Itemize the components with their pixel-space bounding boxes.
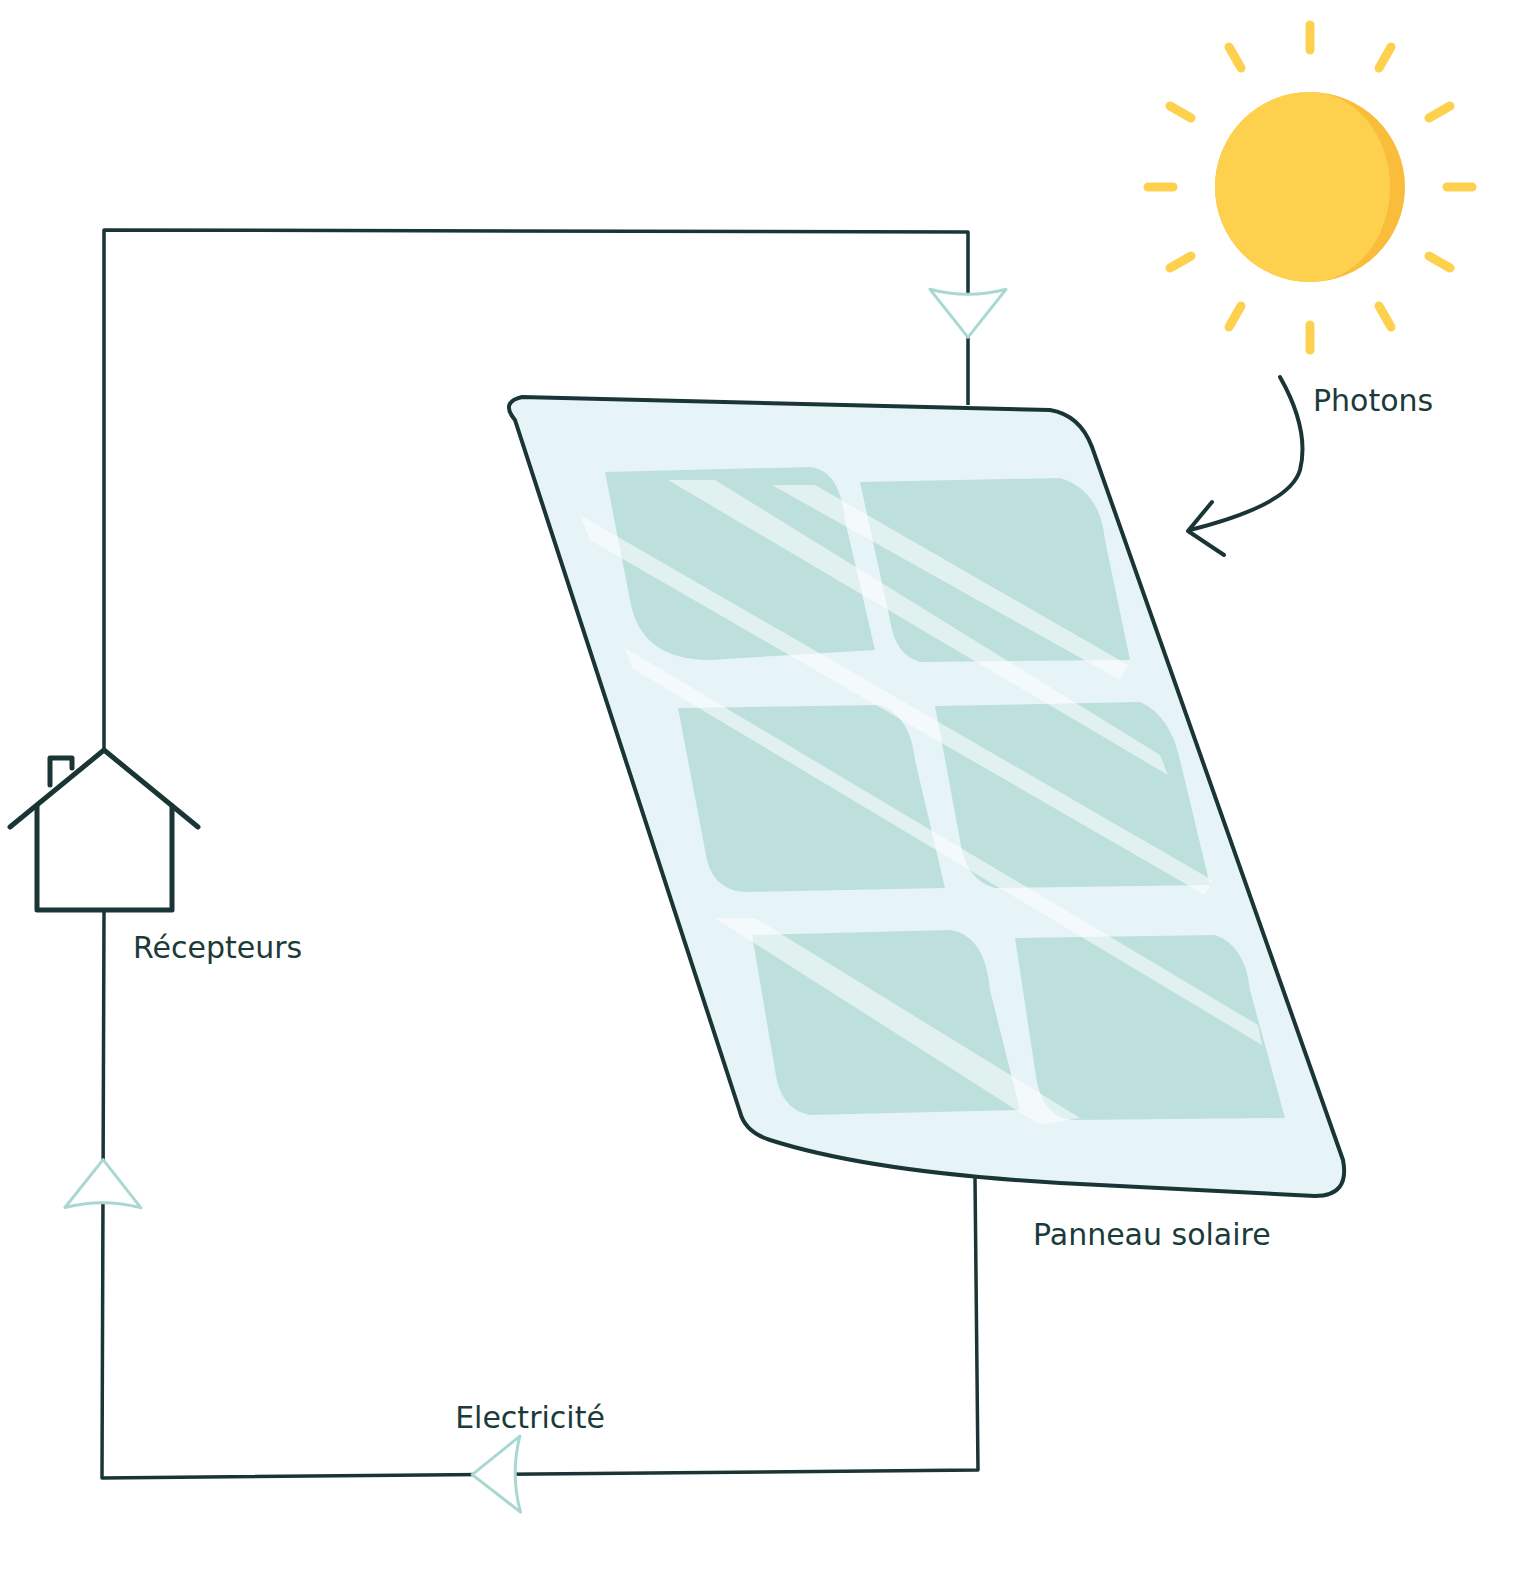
- sun-disc: [1215, 92, 1390, 282]
- solar-panel: [505, 383, 1350, 1203]
- edge-label: Electricité: [455, 1400, 605, 1436]
- sun-rays: [1148, 25, 1472, 350]
- house-icon: [4, 743, 204, 915]
- sun-shadow: [1215, 92, 1405, 282]
- node-label: Récepteurs: [133, 930, 302, 966]
- node-label: Panneau solaire: [1033, 1217, 1271, 1253]
- current-arrowhead: [472, 1436, 520, 1512]
- current-arrowhead: [65, 1160, 141, 1208]
- panel-node: Panneau solaire: [505, 383, 1350, 1263]
- photons-label: Photons: [1313, 383, 1433, 419]
- house-node: Récepteurs: [4, 743, 344, 983]
- photon-arrowhead: [1188, 502, 1224, 555]
- current-arrowhead: [930, 289, 1006, 337]
